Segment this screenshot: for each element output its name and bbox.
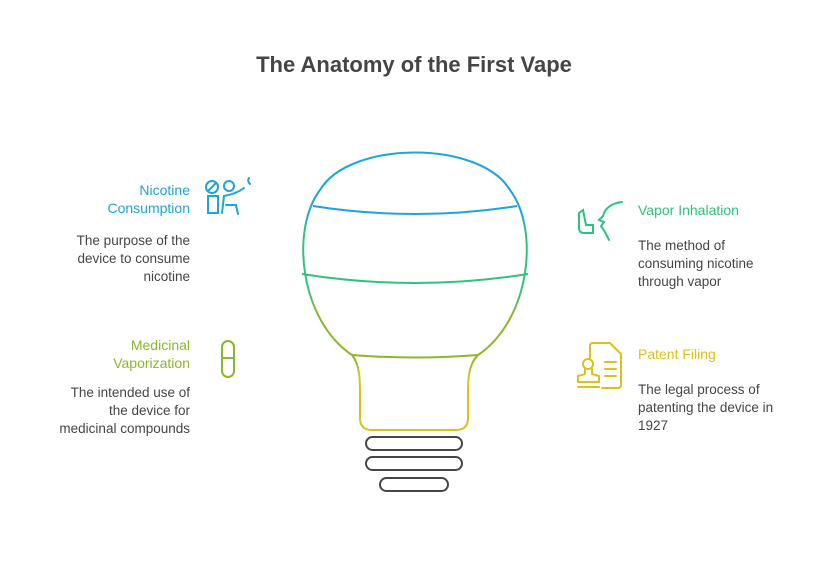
base-coil-1 bbox=[365, 436, 463, 451]
base-coil-2 bbox=[365, 456, 463, 471]
diagram-title: The Anatomy of the First Vape bbox=[256, 52, 572, 77]
inhaler-icon bbox=[578, 201, 623, 241]
capsule-icon bbox=[221, 340, 235, 378]
patent-filing-heading: Patent Filing bbox=[638, 346, 716, 362]
medicinal-vaporization-heading: Medicinal Vaporization bbox=[113, 337, 190, 371]
bulb-outline bbox=[302, 151, 528, 431]
smoking-person-icon bbox=[205, 177, 251, 215]
bulb-band-2 bbox=[301, 273, 529, 284]
patent-filing-desc: The legal process of patenting the devic… bbox=[638, 382, 774, 433]
nicotine-consumption-desc: The purpose of the device to consume nic… bbox=[76, 233, 190, 284]
bulb-band-1 bbox=[312, 205, 518, 215]
vapor-inhalation-heading: Vapor Inhalation bbox=[638, 202, 739, 218]
vapor-inhalation-desc: The method of consuming nicotine through… bbox=[638, 238, 754, 289]
nicotine-consumption-heading: Nicotine Consumption bbox=[107, 182, 191, 216]
stamp-document-icon bbox=[577, 342, 622, 389]
bulb-band-3 bbox=[351, 354, 479, 359]
base-coil-3 bbox=[379, 477, 449, 492]
medicinal-vaporization-desc: The intended use of the device for medic… bbox=[59, 385, 190, 436]
